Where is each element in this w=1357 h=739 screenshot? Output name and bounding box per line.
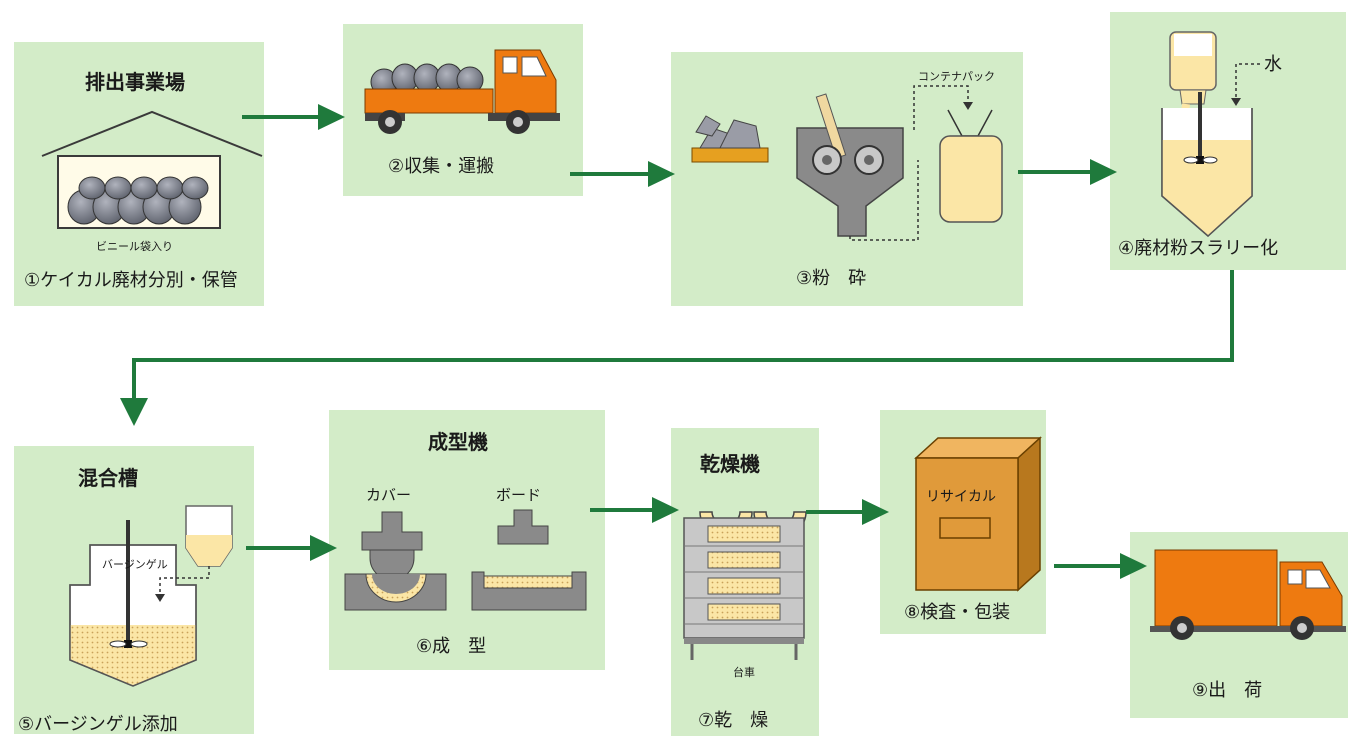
step8-label: ⑧検査・包装 <box>904 602 1011 623</box>
arrow-2-to-3 <box>570 161 675 187</box>
arrow-1-to-2 <box>242 104 345 130</box>
step9-label: ⑨出 荷 <box>1192 680 1263 701</box>
step4-label: ④廃材粉スラリー化 <box>1118 238 1279 259</box>
step5-label: ⑤バージンゲル添加 <box>18 714 178 735</box>
cart-label: 台車 <box>733 666 755 679</box>
arrow-8-to-9 <box>1054 553 1147 579</box>
warehouse-icon <box>41 110 263 229</box>
cover-label: カバー <box>366 486 412 504</box>
slurry-tank-icon <box>1161 31 1260 238</box>
truck-icon <box>364 49 560 134</box>
virgin-gel-label: バージンゲル <box>102 558 168 571</box>
step1-label: ①ケイカル廃材分別・保管 <box>24 270 238 291</box>
recycle-box-label: リサイカル <box>926 489 996 505</box>
plastic-bag-icon <box>67 176 209 225</box>
board-label: ボード <box>496 486 542 504</box>
arrow-4-to-5 <box>120 270 1234 426</box>
step6-label: ⑥成 型 <box>416 636 487 657</box>
delivery-truck-icon <box>1150 549 1346 640</box>
step1-title: 排出事業場 <box>85 70 185 94</box>
arrow-5-to-6 <box>246 535 337 561</box>
arrow-6-to-7 <box>590 497 679 523</box>
step1-bag-label: ビニール袋入り <box>96 240 173 253</box>
molding-machine-icon <box>344 509 587 611</box>
step2-label: ②収集・運搬 <box>388 156 495 177</box>
step5-title: 混合槽 <box>78 466 138 490</box>
water-label: 水 <box>1264 54 1282 75</box>
mixing-tank-icon <box>69 505 233 687</box>
step7-label: ⑦乾 燥 <box>698 710 769 731</box>
step3-label: ③粉 砕 <box>796 268 867 289</box>
arrow-7-to-8 <box>806 499 889 525</box>
step7-title: 乾燥機 <box>700 452 760 476</box>
dryer-icon <box>683 511 807 660</box>
arrow-3-to-4 <box>1018 159 1117 185</box>
container-pack-label: コンテナパック <box>918 70 995 83</box>
recycle-box-icon <box>914 436 1042 592</box>
crusher-icon <box>691 85 1003 241</box>
flow-arrows <box>120 104 1234 579</box>
step6-title: 成型機 <box>428 430 488 454</box>
